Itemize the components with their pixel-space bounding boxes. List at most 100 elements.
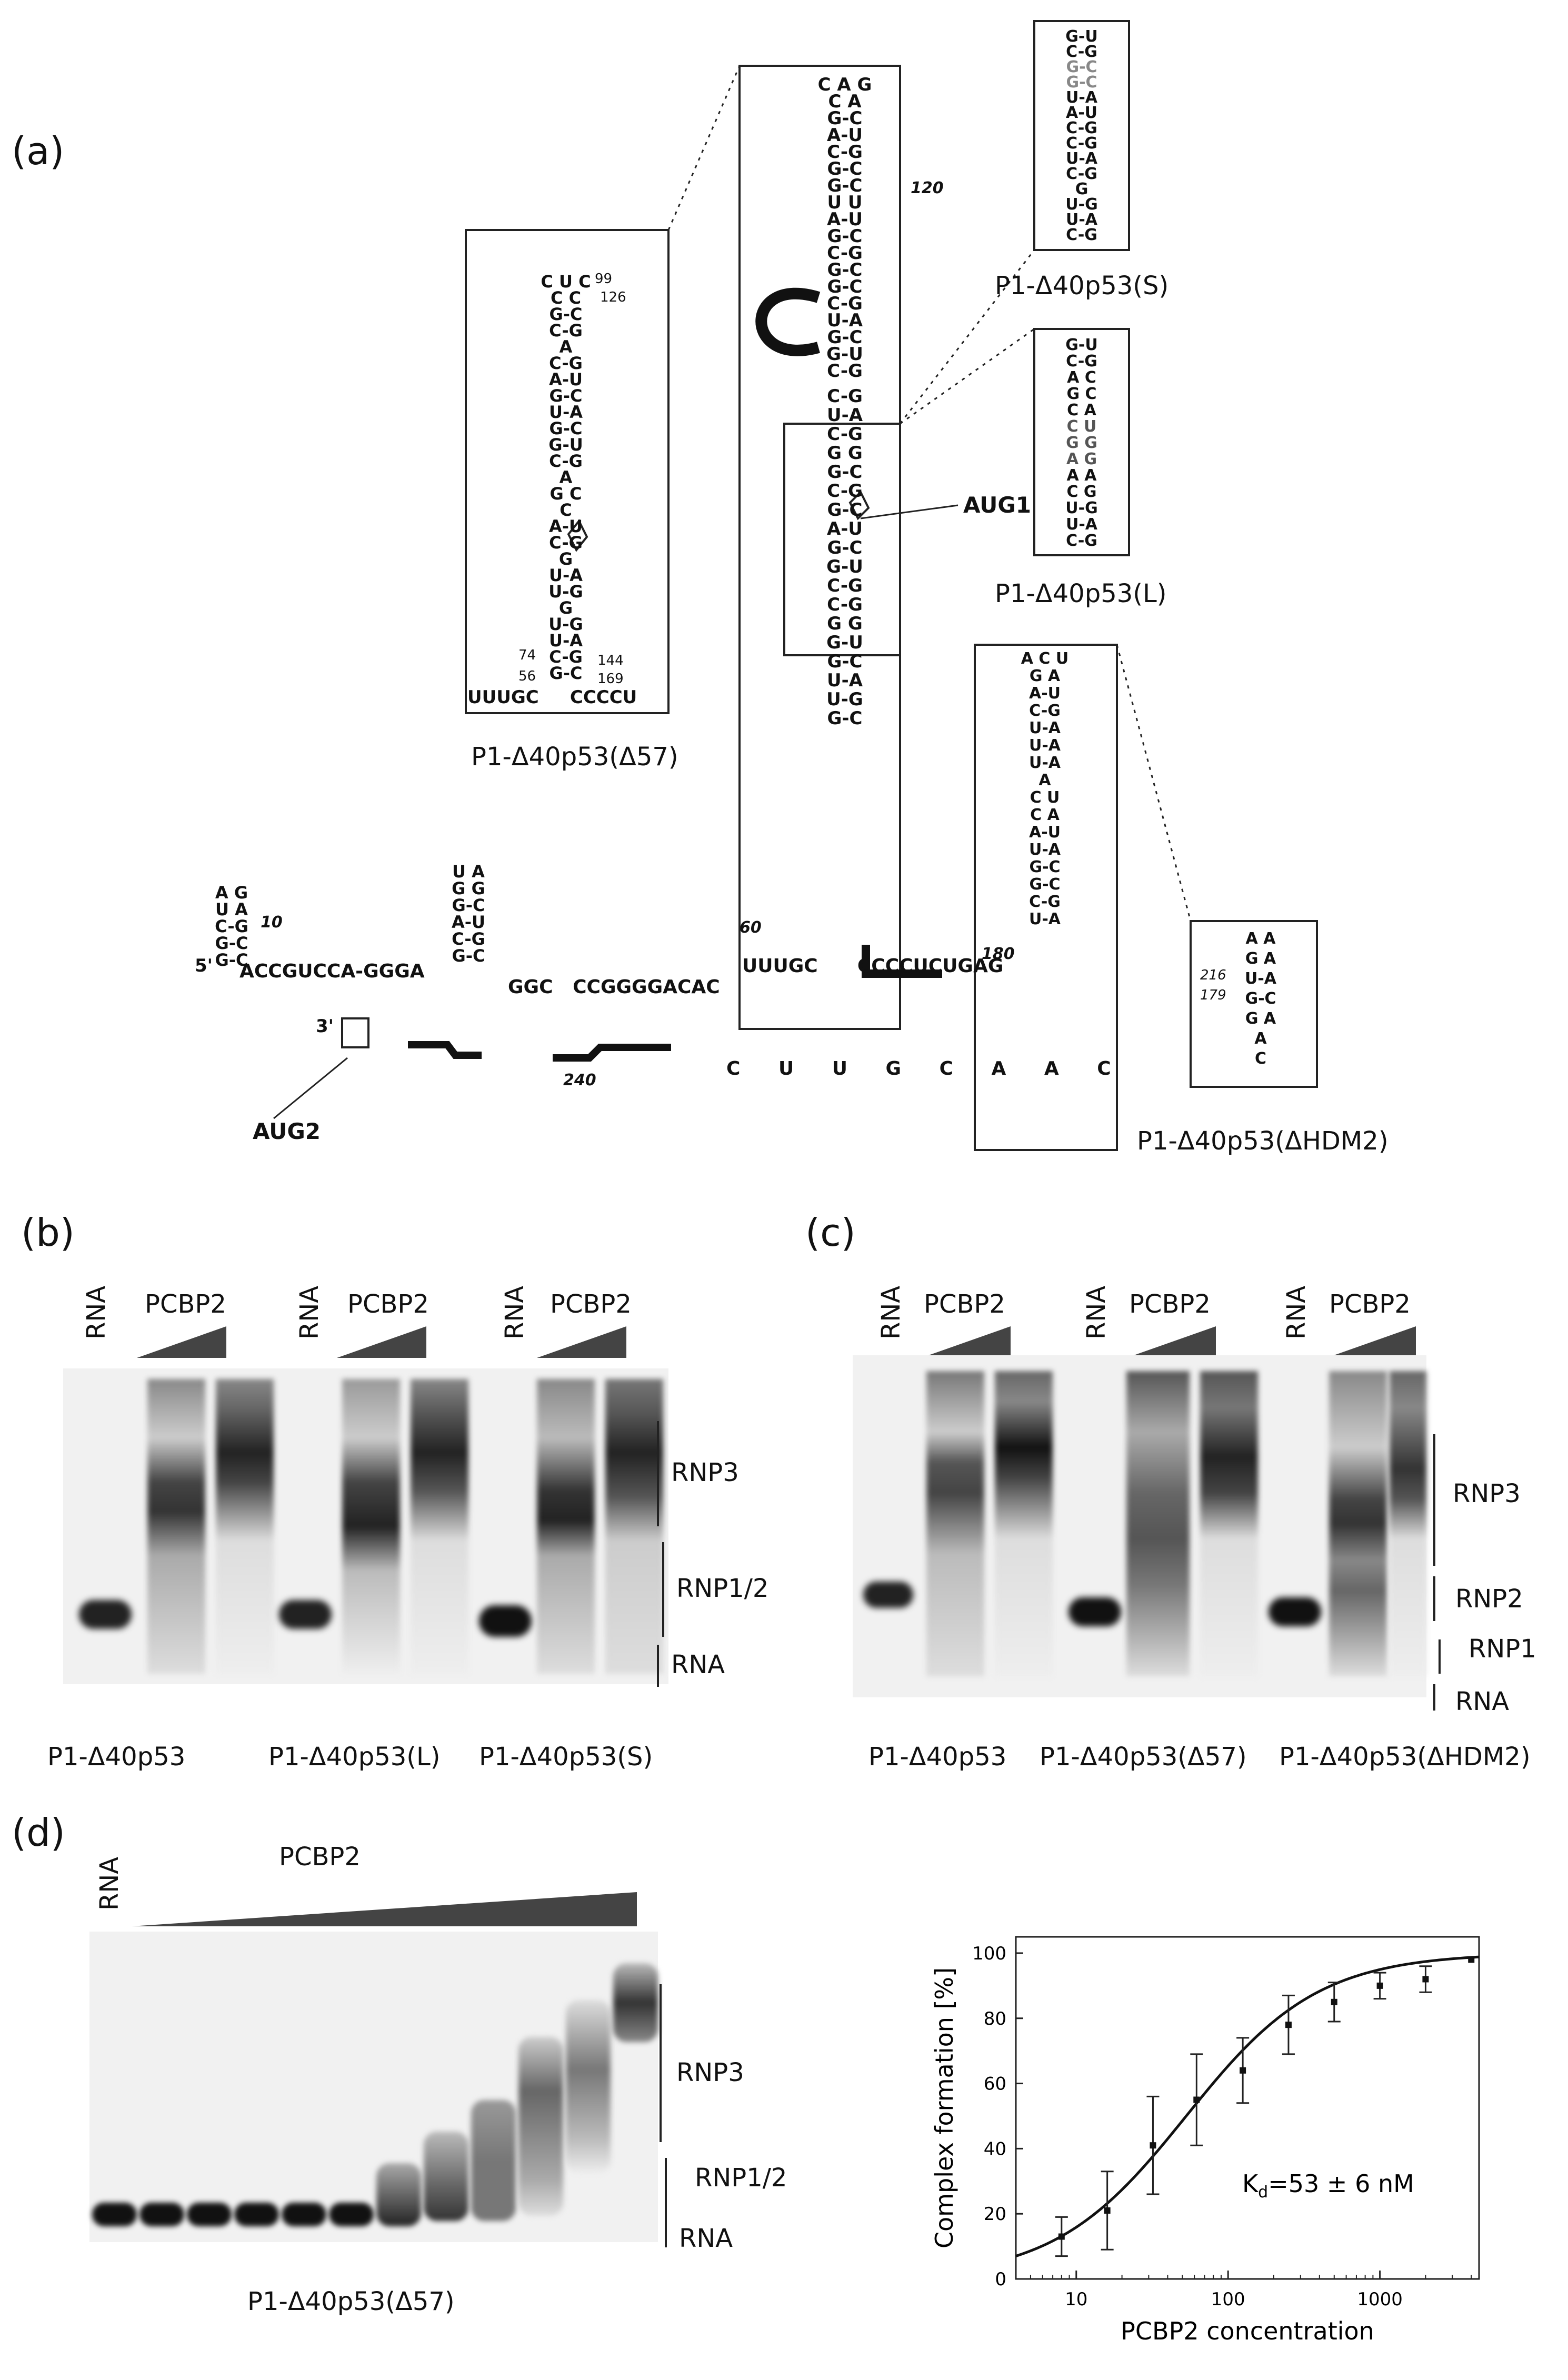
gel-c-sample-2: P1-Δ40p53(Δ57)	[1040, 1742, 1247, 1772]
binding-site-arc	[755, 287, 821, 356]
data-point	[1058, 2233, 1065, 2240]
gel-b-protein-1: PCBP2	[145, 1289, 226, 1319]
gel-d-sample: P1-Δ40p53(Δ57)	[247, 2287, 455, 2316]
gel-b-protein-3: PCBP2	[550, 1289, 632, 1319]
n169: 169	[597, 671, 624, 687]
aug2-label: AUG2	[253, 1118, 321, 1144]
chart-ylabel: Complex formation [%]	[930, 1967, 958, 2248]
fit-curve	[1015, 1955, 1480, 2257]
y-tick-label: 40	[984, 2138, 1006, 2159]
gel-d-triangle	[132, 1892, 637, 1926]
gel-d-band-rna: RNA	[679, 2224, 733, 2253]
gel-c-band-rnp1: RNP1	[1469, 1634, 1536, 1664]
gel-b-sample-3: P1-Δ40p53(S)	[479, 1742, 653, 1772]
data-point	[1150, 2142, 1156, 2149]
gel-c-header: RNA PCBP2 RNA PCBP2 RNA PCBP2	[837, 1286, 1521, 1342]
gel-b-sample-2: P1-Δ40p53(L)	[268, 1742, 441, 1772]
x-tick-label: 10	[1065, 2289, 1087, 2310]
panel-b-label: (b)	[21, 1211, 75, 1255]
y-tick-label: 60	[984, 2074, 1006, 2095]
gel-d-protein: PCBP2	[279, 1842, 361, 1872]
gel-c-protein-3: PCBP2	[1329, 1289, 1411, 1319]
gel-c-sample-1: P1-Δ40p53	[868, 1742, 1007, 1772]
x-tick-label: 100	[1211, 2289, 1245, 2310]
n216: 216	[1200, 967, 1226, 983]
gel-d-rna-lane: RNA	[95, 1856, 124, 1911]
gel-c-triangles	[921, 1326, 1416, 1358]
data-point	[1376, 1982, 1383, 1989]
x-tick-label: 1000	[1357, 2289, 1403, 2310]
delta57-bottom: UUUGC CCCCU	[467, 687, 637, 708]
y-tick-label: 20	[984, 2204, 1006, 2225]
gel-b-band-rnp12: RNP1/2	[676, 1574, 769, 1603]
hdm2-small-box	[1190, 920, 1318, 1088]
gel-b-header: RNA PCBP2 RNA PCBP2 RNA PCBP2	[32, 1286, 716, 1342]
hdm2-main-box	[974, 644, 1118, 1151]
data-point	[1193, 2096, 1200, 2103]
plot-frame	[1015, 1936, 1480, 2280]
delta57-box	[465, 229, 670, 714]
gel-d-bracket-lines	[660, 1984, 667, 2247]
s-box	[1033, 20, 1130, 251]
gel-d-image	[89, 1932, 658, 2242]
n74: 74	[518, 647, 536, 663]
aug1-label: AUG1	[963, 492, 1032, 518]
y-tick-label: 100	[972, 1943, 1006, 1964]
binding-curve-chart: 0 20 40 60 80 100 10 100 1000 Complex formation …	[930, 1936, 1480, 2345]
panel-a-label: (a)	[12, 129, 65, 173]
gel-c-image	[853, 1355, 1426, 1697]
gel-c-protein-2: PCBP2	[1129, 1289, 1211, 1319]
gel-b-image	[63, 1368, 668, 1684]
hdm2-caption: P1-Δ40p53(ΔHDM2)	[1137, 1126, 1389, 1156]
gel-b-band-rna: RNA	[671, 1650, 725, 1679]
y-tick-label: 0	[995, 2269, 1006, 2290]
gel-d-band-rnp3: RNP3	[676, 2058, 744, 2087]
pos-180: 180	[982, 945, 1015, 963]
gel-c-band-rnp3: RNP3	[1453, 1479, 1521, 1508]
gel-c-protein-1: PCBP2	[924, 1289, 1005, 1319]
gel-c-bracket-lines	[1433, 1434, 1441, 1711]
gel-b-protein-2: PCBP2	[347, 1289, 429, 1319]
main-mid-line: GGC CCGGGGACAC	[508, 976, 720, 998]
gel-b-band-rnp3: RNP3	[671, 1458, 739, 1487]
n144: 144	[597, 653, 624, 668]
delta57-caption: P1-Δ40p53(Δ57)	[471, 742, 678, 772]
pos-60: 60	[740, 918, 762, 937]
gel-c-sample-3: P1-Δ40p53(ΔHDM2)	[1279, 1742, 1531, 1772]
gel-b-sample-1: P1-Δ40p53	[47, 1742, 186, 1772]
main-left-line: ACCGUCCA-GGGA	[239, 961, 425, 982]
data-point	[1285, 2022, 1292, 2028]
three-prime-label: 3'	[316, 1016, 334, 1037]
gel-c-band-rna: RNA	[1455, 1687, 1510, 1716]
panel-c-label: (c)	[805, 1211, 856, 1255]
gel-b-triangles	[137, 1326, 626, 1358]
l-caption: P1-Δ40p53(L)	[995, 579, 1167, 608]
pos-120: 120	[911, 179, 944, 197]
pos-240: 240	[563, 1071, 596, 1089]
chart-xlabel: PCBP2 concentration	[1121, 2317, 1374, 2345]
n99: 99	[595, 271, 613, 287]
gel-c-band-rnp2: RNP2	[1455, 1584, 1523, 1614]
l-box	[1033, 328, 1130, 556]
aug1-inner-box	[783, 423, 901, 656]
data-point	[1468, 1956, 1475, 1963]
data-point	[1422, 1976, 1429, 1983]
n56: 56	[518, 668, 536, 684]
main-bottom-line: UUUGC CCCCUCUGAG	[742, 955, 1004, 977]
data-point	[1240, 2067, 1246, 2074]
gel-d-band-rnp12: RNP1/2	[695, 2163, 787, 2193]
chart-annotation: Kd=53 ± 6 nM	[1242, 2169, 1414, 2202]
y-tick-label: 80	[984, 2008, 1006, 2029]
n126: 126	[600, 289, 626, 305]
gel-b-bracket-lines	[657, 1421, 664, 1687]
data-point	[1104, 2207, 1111, 2214]
five-prime-label: 5'	[195, 955, 213, 976]
